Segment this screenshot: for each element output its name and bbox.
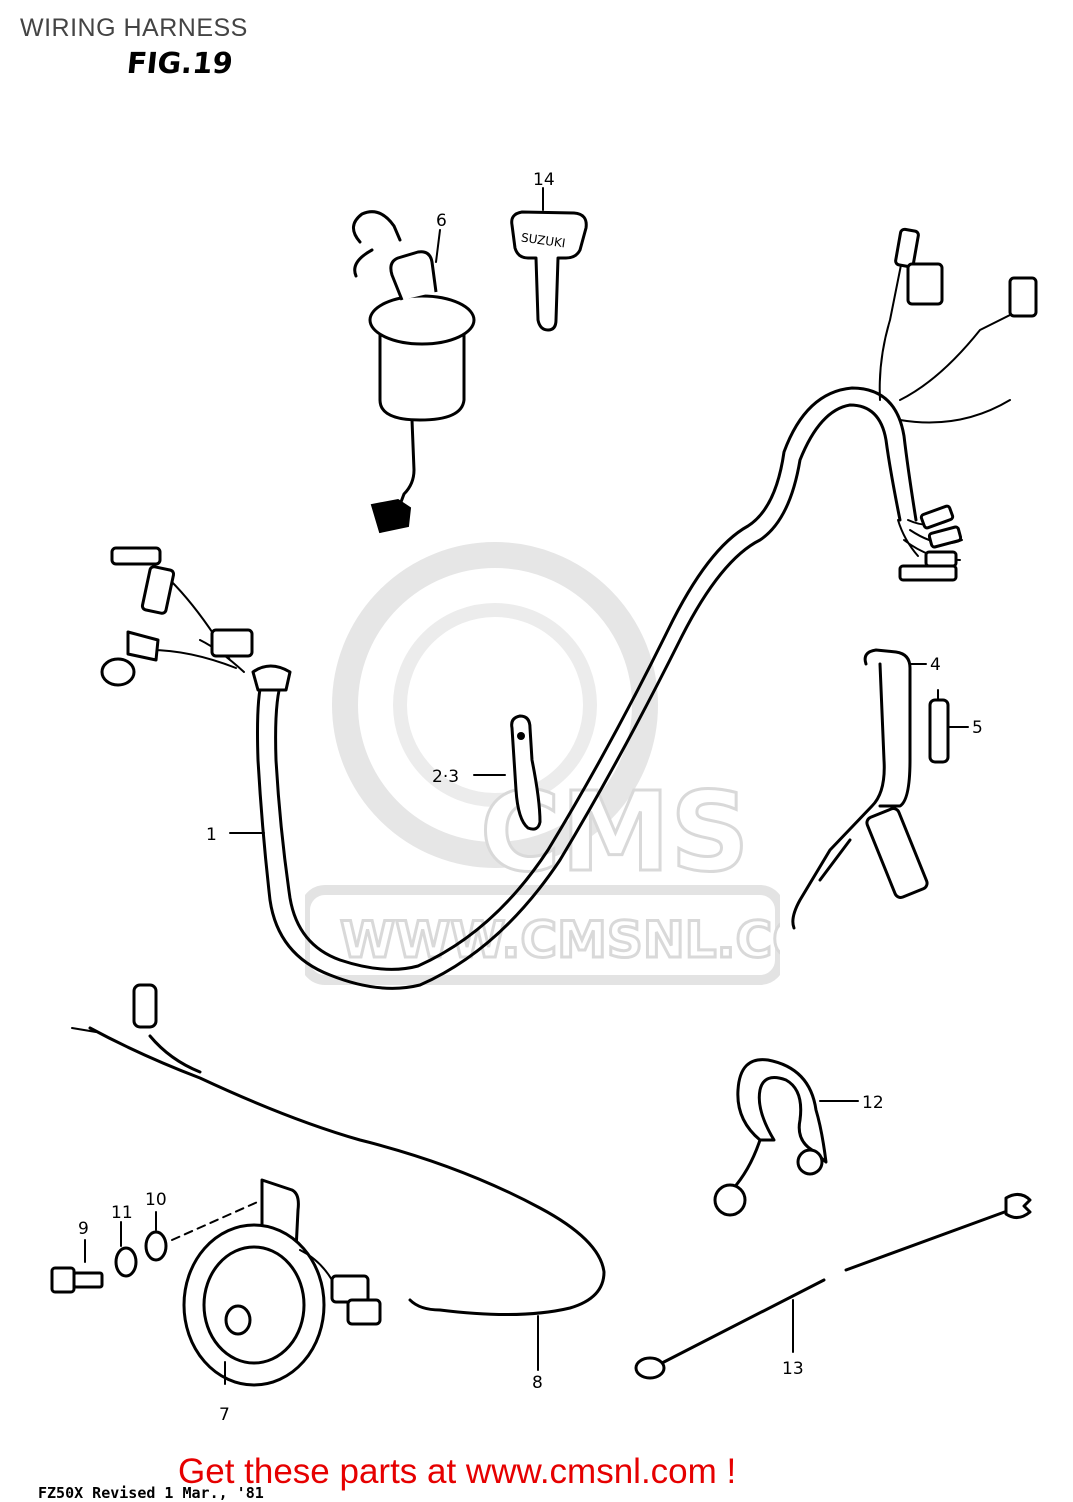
- get-parts-link[interactable]: Get these parts at www.cmsnl.com !: [178, 1452, 737, 1491]
- ignition-switch-part: [352, 210, 476, 534]
- key-marking: SUZUKI: [520, 230, 566, 250]
- callout-2-3: 2·3: [432, 767, 459, 787]
- horn-lead-part: [71, 983, 606, 1326]
- callout-11: 11: [111, 1203, 133, 1223]
- callout-8: 8: [532, 1373, 543, 1393]
- model-revision-note: FZ50X Revised 1 Mar., '81: [38, 1484, 264, 1502]
- earth-wire-part: [634, 1193, 1032, 1380]
- clamp-part: [510, 714, 542, 831]
- callout-9: 9: [78, 1219, 89, 1239]
- key-part: SUZUKI: [510, 187, 588, 332]
- callout-4: 4: [930, 655, 941, 675]
- callout-13: 13: [782, 1359, 804, 1379]
- fuse-holder-part: [791, 648, 950, 930]
- washer-part: [144, 1230, 168, 1262]
- callout-1: 1: [206, 825, 217, 845]
- callout-6: 6: [436, 211, 447, 231]
- callout-10: 10: [145, 1190, 167, 1210]
- callout-14: 14: [533, 170, 555, 190]
- bolt-part: [50, 1266, 104, 1294]
- callout-5: 5: [972, 718, 983, 738]
- horn-part: [182, 1178, 333, 1387]
- callout-7: 7: [219, 1405, 230, 1425]
- page-title: WIRING HARNESS: [20, 14, 248, 42]
- wire-clamp-part: [713, 1058, 828, 1217]
- main-harness-part: [100, 227, 1038, 990]
- lock-washer-part: [114, 1246, 138, 1278]
- callout-12: 12: [862, 1093, 884, 1113]
